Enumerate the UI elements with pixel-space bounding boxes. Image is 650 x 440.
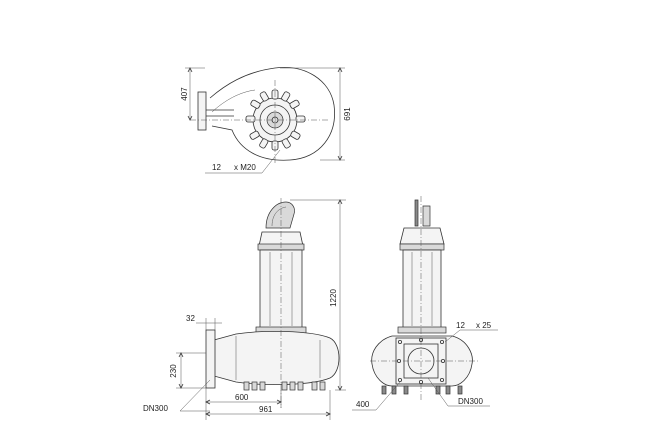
front-outlet-label: DN300 xyxy=(143,404,168,413)
top-view: 407 691 12 x M20 xyxy=(180,66,352,174)
dim-400: 400 xyxy=(356,400,370,409)
pump-casing xyxy=(213,330,340,386)
dim-32: 32 xyxy=(186,314,195,323)
bolt-count: 12 xyxy=(212,163,221,172)
dim-691: 691 xyxy=(343,107,352,121)
side-motor-body xyxy=(402,249,442,329)
top-flange xyxy=(197,91,207,131)
base-feet xyxy=(243,381,326,391)
side-view: 12 x 25 400 DN300 xyxy=(352,196,498,411)
hole-spec: x 25 xyxy=(476,321,492,330)
dim-600: 600 xyxy=(235,393,249,402)
dim-961: 961 xyxy=(259,405,273,414)
side-base-feet xyxy=(381,385,463,395)
side-outlet-label: DN300 xyxy=(458,397,483,406)
lifting-lugs xyxy=(245,89,306,151)
dim-407: 407 xyxy=(180,87,189,101)
volute-outline xyxy=(209,66,335,161)
front-view: 32 230 1220 600 961 DN300 xyxy=(143,198,346,420)
dim-1220: 1220 xyxy=(329,289,338,307)
hole-count: 12 xyxy=(456,321,465,330)
bolt-spec: x M20 xyxy=(234,163,256,172)
lifting-handle xyxy=(265,201,295,229)
dim-230: 230 xyxy=(169,364,178,378)
front-flange xyxy=(205,329,216,389)
